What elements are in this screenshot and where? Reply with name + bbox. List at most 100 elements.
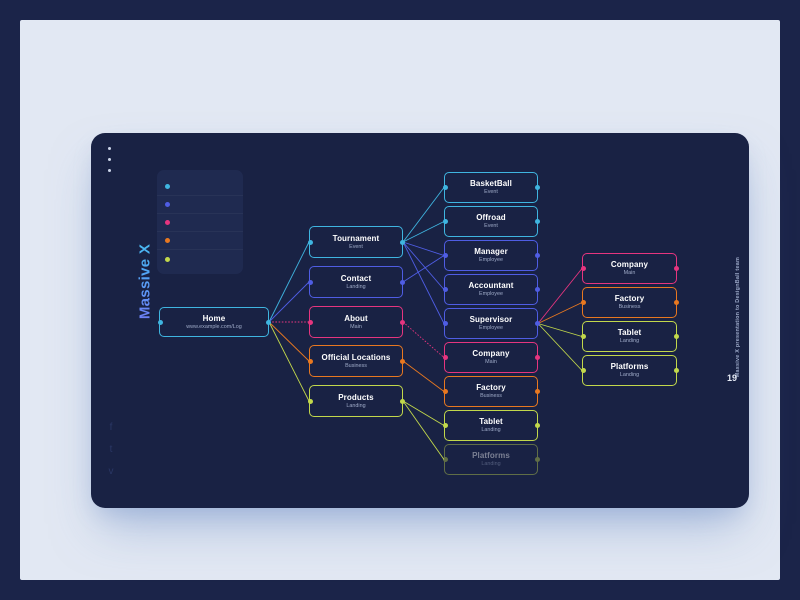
node-title: Accountant — [468, 281, 514, 291]
node-title: Platforms — [472, 451, 510, 461]
connector-line — [537, 323, 583, 371]
connector-line — [537, 268, 583, 324]
node-port-left — [307, 279, 313, 285]
connector-line — [402, 221, 445, 243]
node-port-right — [534, 389, 540, 394]
node-port-left — [442, 457, 448, 462]
node-subtitle: Business — [480, 393, 502, 400]
node-title: Official Locations — [321, 352, 391, 362]
node-port-right — [534, 457, 540, 462]
node-subtitle: Event — [484, 189, 498, 196]
connector-line — [402, 241, 445, 256]
node-subtitle: www.example.com/Log — [186, 323, 242, 330]
connector-line — [402, 241, 445, 324]
node-subtitle: Landing — [481, 427, 501, 434]
node-subtitle: Employee — [479, 291, 503, 298]
node-title: Home — [202, 313, 226, 323]
connector-line — [402, 241, 445, 290]
connector-line — [402, 255, 445, 283]
node-title: Products — [338, 392, 374, 402]
node-port-right — [534, 219, 540, 224]
node-port-right — [399, 319, 405, 325]
node-title: Company — [472, 349, 510, 359]
node-subtitle: Landing — [346, 402, 366, 409]
legend-panel — [157, 170, 243, 274]
connector-line — [402, 187, 445, 243]
connector-line — [268, 281, 310, 323]
social-links[interactable]: f t v — [105, 422, 117, 488]
connector-line — [402, 321, 445, 358]
legend-item — [157, 250, 243, 268]
vimeo-icon[interactable]: v — [108, 466, 114, 477]
connector-line — [268, 321, 310, 362]
node-port-left — [580, 266, 586, 271]
node-port-left — [442, 253, 448, 258]
legend-color-dot — [165, 238, 170, 243]
legend-color-dot — [165, 202, 170, 207]
node-port-left — [580, 334, 586, 339]
node-subtitle: Employee — [479, 325, 503, 332]
legend-color-dot — [165, 184, 170, 189]
node-port-left — [442, 287, 448, 292]
node-port-right — [673, 300, 679, 305]
node-port-right — [673, 266, 679, 271]
node-subtitle: Landing — [481, 461, 501, 468]
node-port-right — [534, 185, 540, 190]
node-port-left — [157, 319, 163, 325]
node-subtitle: Landing — [346, 283, 366, 290]
connector-line — [537, 302, 583, 324]
legend-color-dot — [165, 256, 170, 262]
node-subtitle: Employee — [479, 257, 503, 264]
node-port-left — [442, 321, 448, 326]
node-title: Supervisor — [469, 315, 513, 325]
node-port-right — [399, 358, 405, 364]
node-port-left — [307, 398, 313, 404]
node-subtitle: Main — [350, 323, 362, 330]
node-subtitle: Landing — [619, 338, 640, 345]
node-port-right — [534, 253, 540, 258]
node-port-right — [399, 239, 405, 245]
node-port-left — [307, 239, 313, 245]
connector-line — [402, 400, 445, 460]
menu-dots-icon[interactable] — [108, 147, 111, 180]
node-title: Factory — [614, 294, 645, 304]
presentation-slide: Massive X f t v Massive X presentation t… — [91, 133, 749, 508]
node-port-right — [534, 423, 540, 428]
connector-line — [268, 241, 310, 323]
node-title: Company — [610, 260, 649, 270]
node-subtitle: Event — [484, 223, 498, 230]
node-port-left — [442, 423, 448, 428]
twitter-icon[interactable]: t — [109, 444, 113, 455]
node-port-left — [442, 219, 448, 224]
node-title: Offroad — [476, 213, 506, 223]
node-subtitle: Event — [349, 243, 363, 250]
node-port-left — [442, 389, 448, 394]
node-subtitle: Landing — [619, 372, 640, 379]
node-title: Tablet — [617, 328, 642, 338]
legend-color-dot — [165, 220, 170, 225]
node-title: Tablet — [479, 417, 503, 427]
node-port-right — [673, 368, 679, 373]
facebook-icon[interactable]: f — [109, 422, 113, 433]
node-port-left — [307, 358, 313, 364]
